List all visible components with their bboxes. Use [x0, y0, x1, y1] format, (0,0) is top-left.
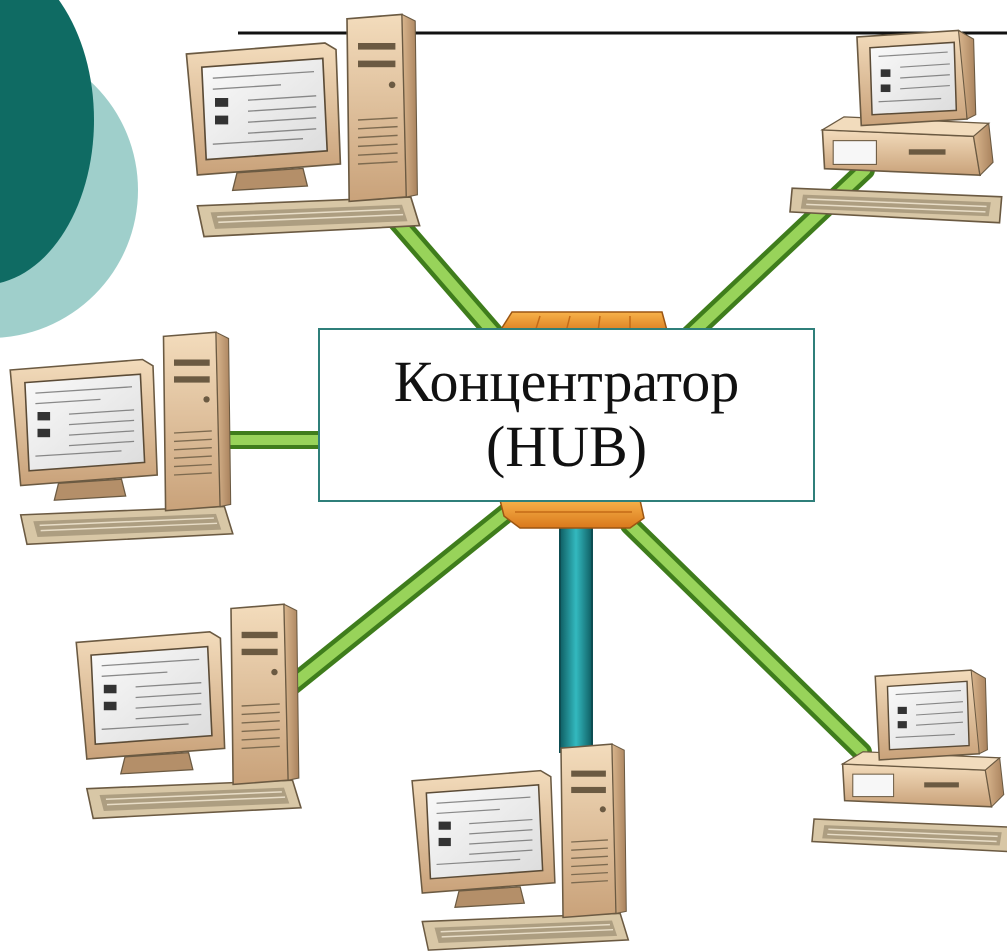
computer-top-right [789, 29, 1003, 224]
cable-bottom-center [559, 521, 593, 753]
computer-bottom-center [411, 743, 630, 951]
hub-title: Концентратор [393, 349, 740, 415]
slide-decoration [0, 0, 1007, 338]
computer-top-left [185, 13, 421, 238]
computer-bottom-left [75, 603, 302, 820]
decor-circle-dark [0, 0, 94, 283]
hub-subtitle: (HUB) [485, 414, 648, 479]
computer-middle-left [9, 331, 234, 546]
computer-bottom-right [811, 669, 1007, 853]
hub-label-box: Концентратор (HUB) [318, 328, 815, 502]
